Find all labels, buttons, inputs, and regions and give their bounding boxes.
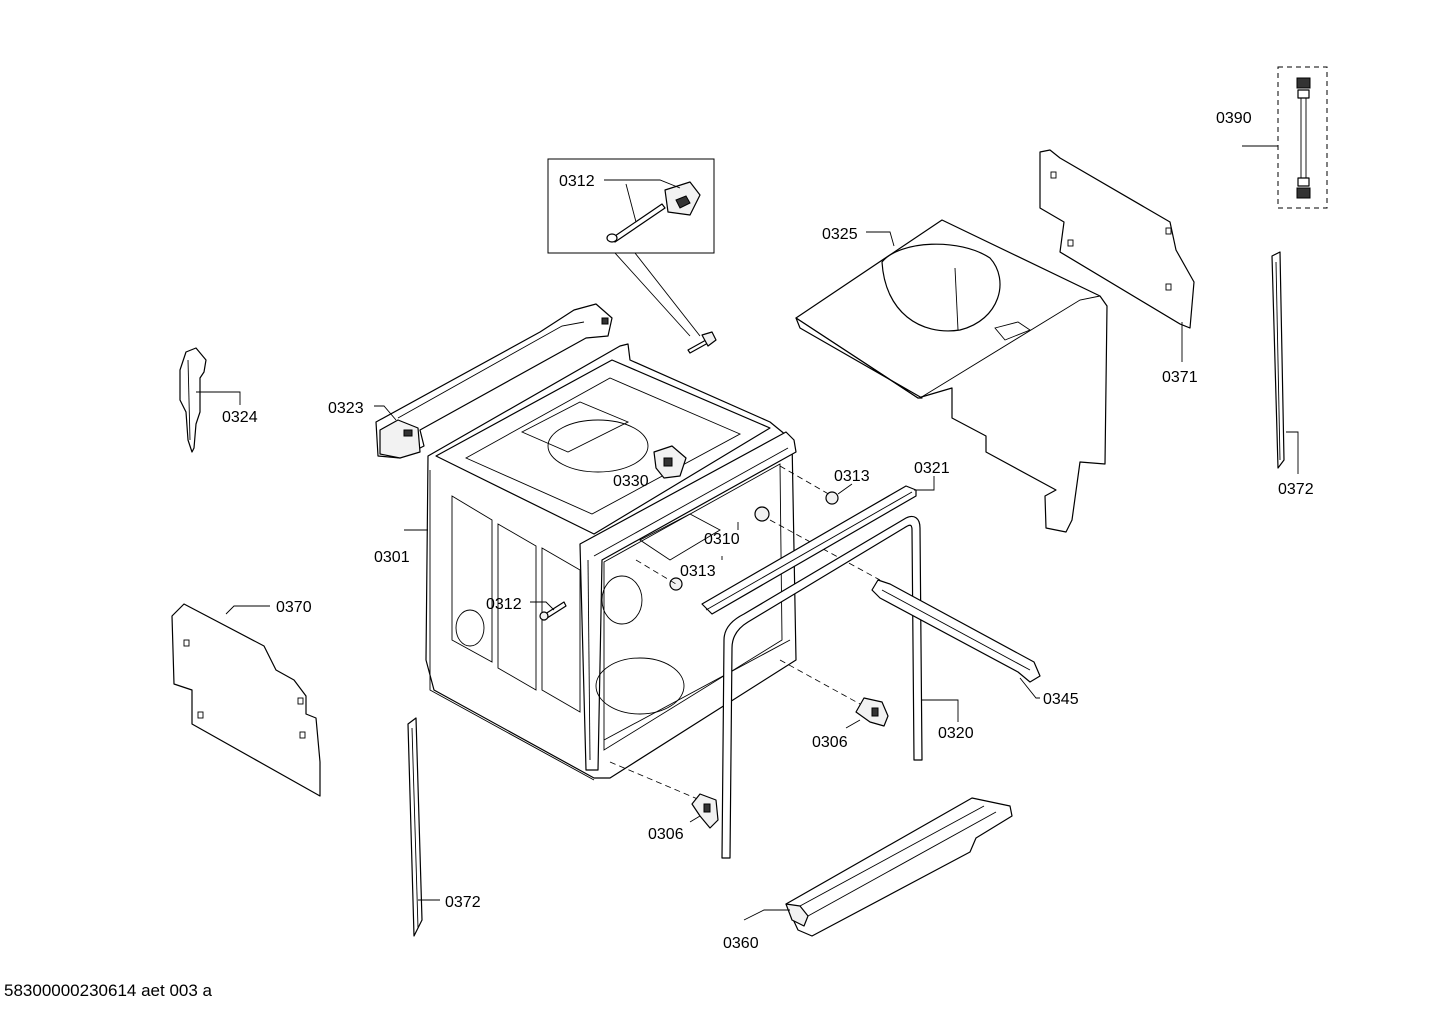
part-0372-strip-right (1271, 251, 1299, 474)
part-0320-door-seal (721, 515, 959, 859)
part-0372-strip-left (407, 717, 440, 937)
screw-0312-mid (530, 601, 567, 621)
label-0301: 0301 (374, 549, 410, 566)
label-0372-right: 0372 (1278, 481, 1314, 498)
label-0324: 0324 (222, 409, 258, 426)
washer-0313-top (825, 483, 853, 505)
part-0324-bracket (179, 347, 241, 453)
label-0313-mid: 0313 (680, 563, 716, 580)
part-0371-panel (1039, 149, 1195, 362)
part-0321-seal (701, 476, 935, 615)
part-labels: 0312 0390 0325 0371 0372 0324 0323 0330 … (222, 110, 1314, 952)
part-0306-clip-right (845, 697, 889, 729)
part-0345-rod (871, 579, 1041, 699)
part-0390-harness (1242, 66, 1328, 209)
part-0301-tub (404, 343, 797, 781)
label-0306-right: 0306 (812, 734, 848, 751)
part-0306-clip-bottom (689, 793, 719, 829)
label-0390: 0390 (1216, 110, 1252, 127)
screw-0312-small (687, 331, 717, 354)
pivot-0310 (737, 506, 770, 530)
label-0312-mid: 0312 (486, 596, 522, 613)
document-code: 58300000230614 aet 003 a (4, 981, 212, 1000)
detail-box-0312 (547, 158, 715, 337)
label-0321: 0321 (914, 460, 950, 477)
label-0306-bottom: 0306 (648, 826, 684, 843)
label-0330: 0330 (613, 473, 649, 490)
label-0371: 0371 (1162, 369, 1198, 386)
part-0370-side-panel (171, 603, 321, 797)
part-0323-rail (374, 303, 613, 459)
label-0320: 0320 (938, 725, 974, 742)
label-0325: 0325 (822, 226, 858, 243)
label-0370: 0370 (276, 599, 312, 616)
part-0325-insulation (795, 219, 1108, 533)
label-0310: 0310 (704, 531, 740, 548)
label-0360: 0360 (723, 935, 759, 952)
label-0323: 0323 (328, 400, 364, 417)
part-0360-kickplate (743, 797, 1013, 937)
label-0313-top: 0313 (834, 468, 870, 485)
washer-0313-mid (669, 556, 723, 591)
label-0372-left: 0372 (445, 894, 481, 911)
label-0345: 0345 (1043, 691, 1079, 708)
label-0312-detail: 0312 (559, 173, 595, 190)
